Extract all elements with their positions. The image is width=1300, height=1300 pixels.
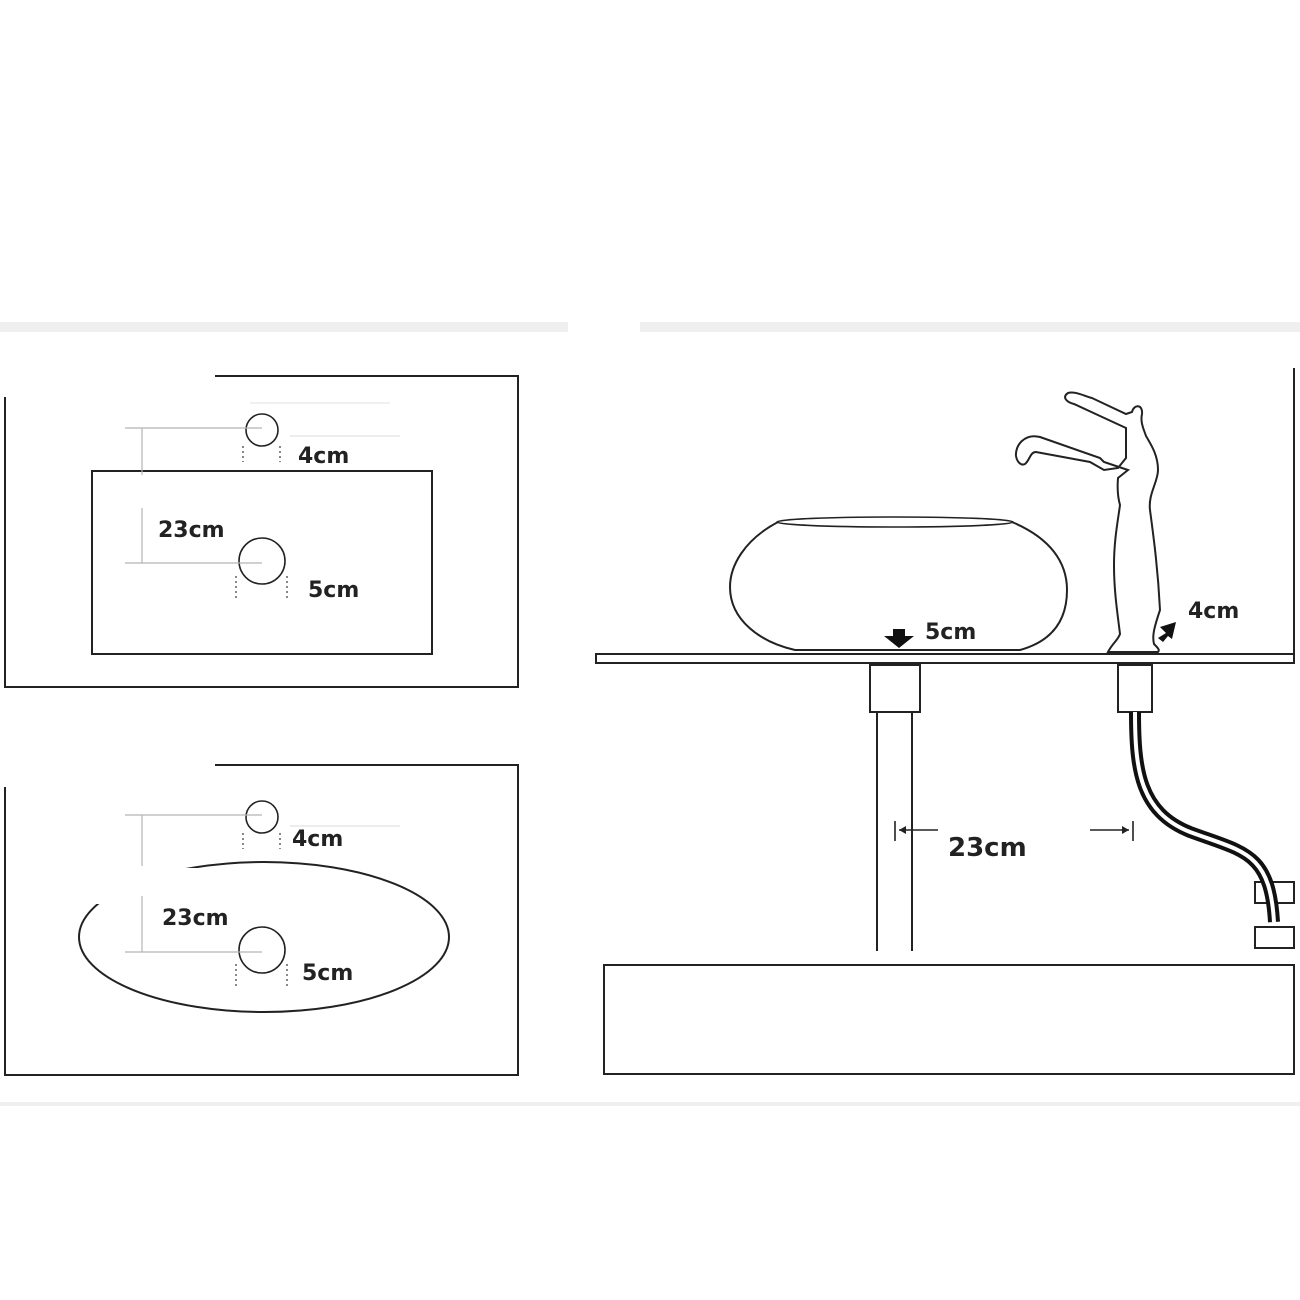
rect-plan-counter-outline [4,375,519,688]
side-view-countertop [595,653,1295,664]
side-view-supply-connector [1117,664,1153,713]
oval-plan-basin-outline [78,861,450,1013]
side-view-supply-hose-core [1133,711,1276,923]
side-view-bowl-rim [776,516,1014,528]
rectangular-plan-dotted-marks [235,446,288,598]
oval-plan-drain-hole [238,926,286,974]
side-view-arrows [884,622,1176,648]
rect-plan-faucet-hole [245,413,279,447]
rectangular-plan-view [4,375,519,688]
oval-plan-spacing-label: 23cm [162,906,229,931]
side-view-drain-collar [869,664,921,713]
oval-plan-dotted-marks [235,833,288,986]
oval-plan-view [4,764,519,1076]
side-view-drain-hole-label: 5cm [925,620,976,645]
rect-plan-spacing-label: 23cm [158,518,225,543]
faucet-hole-arrow-icon [1158,622,1176,642]
rect-plan-drain-hole-label: 5cm [308,578,359,603]
oval-plan-drain-hole-label: 5cm [302,961,353,986]
spacing-arrowhead-right-icon [1122,826,1129,834]
rect-plan-drain-hole [238,537,286,585]
side-view-spacing-dimension [894,821,1134,841]
side-view [595,368,1295,1075]
top-right-band [640,322,1300,332]
oval-plan-faucet-hole [245,800,279,834]
oval-plan-label-mask [95,868,240,904]
side-view-faucet [1014,391,1162,653]
rectangular-plan-guides [125,402,400,564]
drain-hole-arrow-icon [884,629,914,648]
side-view-cabinet [603,964,1295,1075]
oval-plan-guides [125,814,400,953]
side-view-valve-lower [1254,926,1295,949]
oval-plan-counter-outline [4,764,519,1076]
rect-plan-basin-outline [91,470,433,655]
top-left-band [0,322,568,332]
side-view-spacing-label: 23cm [948,833,1027,863]
bottom-band [0,1102,1300,1106]
side-view-faucet-hole-label: 4cm [1188,599,1239,624]
side-view-vessel-bowl [728,521,1069,651]
side-view-supply-hose [1129,711,1280,923]
spacing-arrowhead-left-icon [899,826,906,834]
rect-plan-faucet-hole-label: 4cm [298,444,349,469]
oval-plan-faucet-hole-label: 4cm [292,827,343,852]
